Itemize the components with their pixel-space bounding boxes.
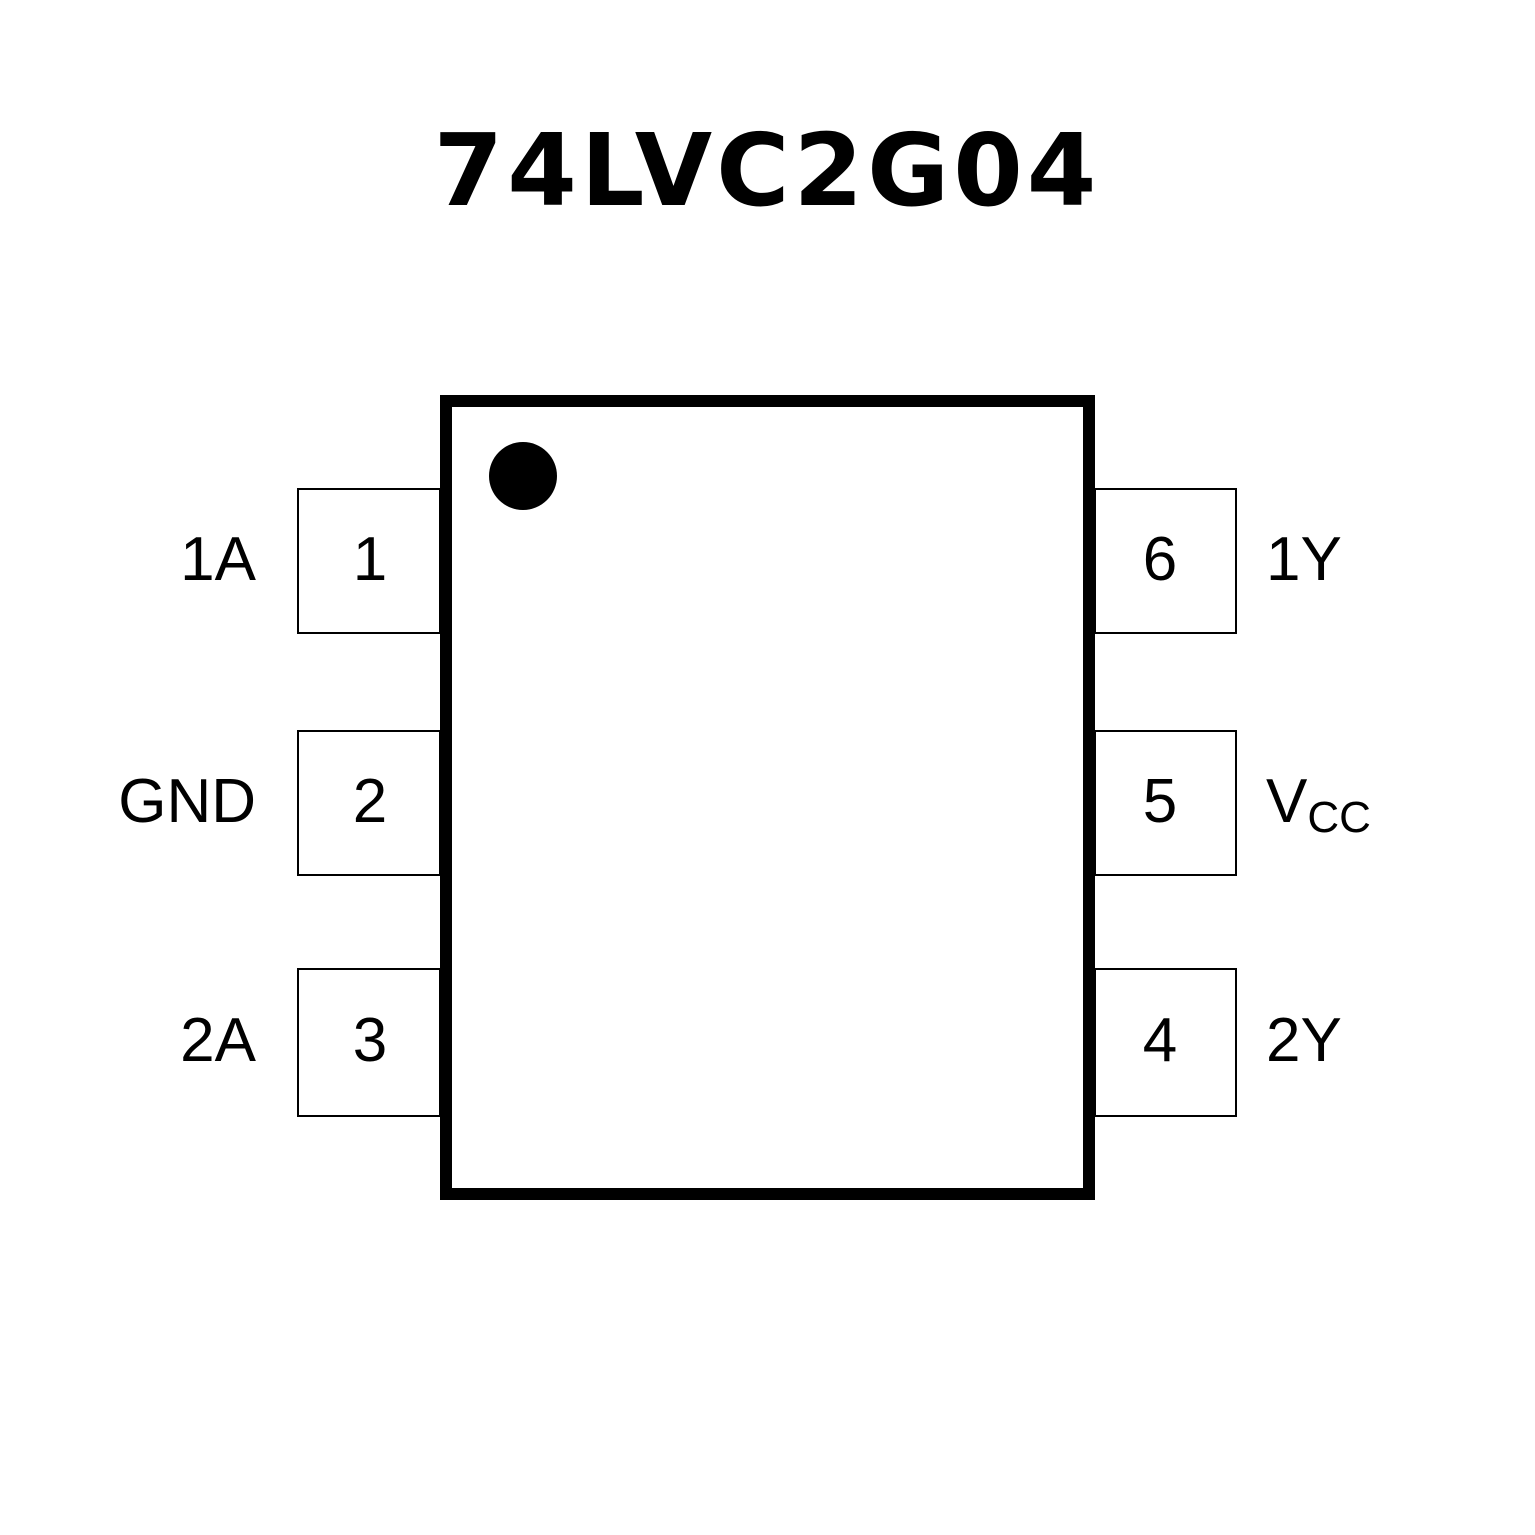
pin-label-subscript: CC [1307,793,1371,842]
pin1-indicator-dot [489,442,557,510]
pin-6-pad [1094,488,1237,634]
pin-number: 5 [1143,767,1177,836]
pin-number: 2 [353,767,387,836]
pin-2-pad [297,730,441,876]
pin-label: V [1266,767,1308,836]
pin-1-pad [297,488,441,634]
pin-number: 3 [353,1006,387,1075]
pin-number: 6 [1143,525,1177,594]
pin-number: 4 [1143,1006,1177,1075]
chip-body [440,395,1095,1200]
chip-title: 74LVC2G04 [434,112,1101,229]
pin-4-pad [1094,968,1237,1117]
pin-label: 1A [180,525,256,594]
pin-label: 2A [180,1006,256,1075]
pin-label-vcc: VCC [1266,767,1371,842]
pin-label: GND [118,767,256,836]
pin-label: 2Y [1266,1006,1342,1075]
pin-number: 1 [353,525,387,594]
pin-3-pad [297,968,441,1117]
pin-5-pad [1094,730,1237,876]
pin-label: 1Y [1266,525,1342,594]
